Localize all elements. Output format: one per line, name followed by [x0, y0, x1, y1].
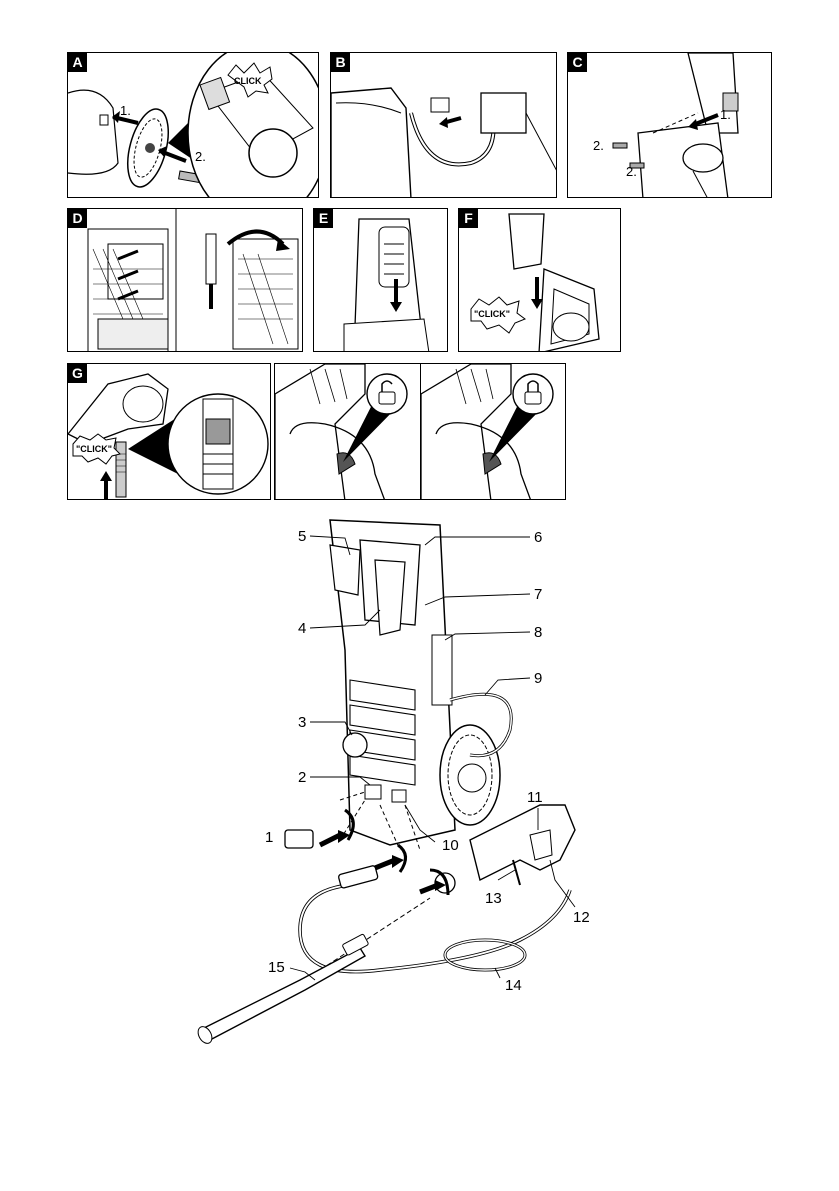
panel-g-badge: G [68, 364, 87, 383]
callout-1: 1 [265, 829, 273, 846]
panel-a: A CLICK 1. 2. [67, 52, 319, 198]
panel-a-drawing: CLICK 1. 2. [68, 53, 318, 197]
panel-b: B [330, 52, 557, 198]
panel-a-badge: A [68, 53, 87, 72]
panel-a-step1: 1. [120, 103, 131, 118]
callout-13: 13 [485, 890, 502, 907]
trigger-lock [512, 859, 521, 886]
callout-12: 12 [573, 909, 590, 926]
gun-holder [329, 544, 361, 596]
panel-a-step2: 2. [195, 149, 206, 164]
panel-f-drawing: "CLICK" [470, 213, 600, 351]
panel-c: C 1. 2. 2. [567, 52, 772, 198]
callout-9: 9 [534, 670, 542, 687]
panel-e-drawing [343, 218, 430, 351]
callout-8: 8 [534, 624, 542, 641]
panel-c-step2a: 2. [593, 138, 604, 153]
carry-handle [374, 559, 406, 636]
callout-11: 11 [527, 789, 543, 806]
callout-10: 10 [442, 837, 459, 854]
water-inlet [364, 784, 382, 800]
panel-b-badge: B [331, 53, 350, 72]
panel-g-lock-open [274, 363, 421, 500]
callout-6: 6 [534, 529, 542, 546]
high-pressure-outlet [391, 789, 407, 803]
callout-4: 4 [298, 620, 306, 637]
callout-5: 5 [298, 528, 306, 545]
panel-b-drawing [331, 87, 556, 197]
panel-f-click-label: "CLICK" [474, 309, 510, 319]
overview-diagram: 1 2 3 4 5 6 7 8 9 10 11 12 13 14 15 [197, 519, 590, 1044]
panel-e: E [313, 208, 448, 352]
panel-d: D [67, 208, 303, 352]
panel-g-lock-open-drawing [275, 364, 408, 499]
panel-g-lock-closed-drawing [421, 364, 554, 499]
panel-d-drawing [87, 209, 299, 351]
callout-3: 3 [298, 714, 306, 731]
panel-d-badge: D [68, 209, 87, 228]
cable-hook [431, 634, 453, 706]
panel-c-badge: C [568, 53, 587, 72]
panel-c-step2b: 2. [626, 164, 637, 179]
panel-f: F "CLICK" [458, 208, 621, 352]
panel-c-step1: 1. [720, 107, 731, 122]
panel-g-click-label: "CLICK" [76, 444, 112, 454]
main-switch [342, 732, 368, 758]
callout-14: 14 [505, 977, 522, 994]
callout-15: 15 [268, 959, 285, 976]
panel-g-drawing: "CLICK" [68, 373, 269, 499]
spray-gun [469, 804, 576, 882]
panel-a-click-label: CLICK [234, 76, 262, 86]
panel-e-badge: E [314, 209, 333, 228]
panel-c-drawing: 1. 2. 2. [593, 53, 739, 197]
panel-g-lock-closed [420, 363, 566, 500]
garden-hose-coupling [284, 829, 314, 849]
callout-7: 7 [534, 586, 542, 603]
callout-2: 2 [298, 769, 306, 786]
panel-f-badge: F [459, 209, 478, 228]
panel-g: G "CLICK" [67, 363, 271, 500]
